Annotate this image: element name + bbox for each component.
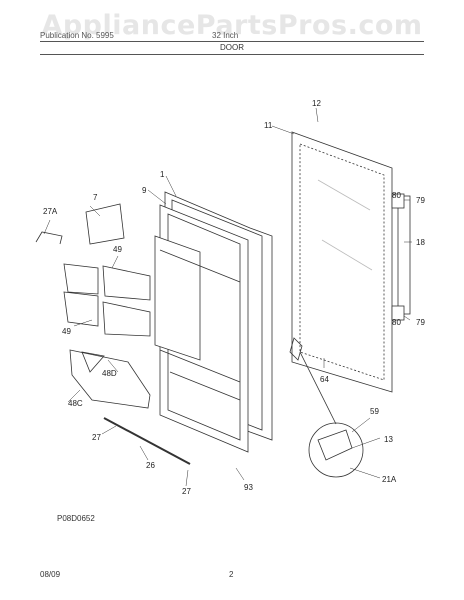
callout-79-bottom: 79 <box>416 318 425 327</box>
outer-door-panel <box>291 131 393 393</box>
callout-49-bottom: 49 <box>62 327 71 336</box>
hinge-64 <box>289 337 303 361</box>
callout-13: 13 <box>384 435 393 444</box>
callout-64: 64 <box>320 375 329 384</box>
door-bin-49-bottom-left <box>63 291 99 327</box>
diagram-code: P08D0652 <box>57 514 95 523</box>
callout-93: 93 <box>244 483 253 492</box>
callout-18: 18 <box>416 238 425 247</box>
header-publication: Publication No. 5995 <box>40 31 114 40</box>
header-model: 32 Inch <box>212 31 239 40</box>
callout-11: 11 <box>264 121 273 130</box>
callout-49-top: 49 <box>113 245 122 254</box>
bin-divider-48d <box>81 351 105 373</box>
callout-12: 12 <box>312 99 321 108</box>
callout-7: 7 <box>93 193 98 202</box>
callout-48c: 48C <box>68 399 83 408</box>
footer-page-number: 2 <box>229 570 234 579</box>
callout-21a: 21A <box>382 475 397 484</box>
door-bin-49-bottom-right <box>102 301 151 337</box>
callout-27a: 27A <box>43 207 58 216</box>
door-bin-49-top-left <box>63 263 99 295</box>
callout-59: 59 <box>370 407 379 416</box>
header-rule-bottom <box>40 54 424 55</box>
callout-26: 26 <box>146 461 155 470</box>
header-rule-top <box>40 41 424 42</box>
footer-date: 08/09 <box>40 570 61 579</box>
callout-80-bottom: 80 <box>392 318 401 327</box>
callout-1: 1 <box>160 170 165 179</box>
door-bin-48c <box>69 349 151 409</box>
watermark-logo: AppliancePartsPros.com <box>41 10 423 41</box>
callout-9: 9 <box>142 186 147 195</box>
section-title: DOOR <box>220 43 244 52</box>
door-bin-49-top-right <box>102 265 151 301</box>
callout-27-left: 27 <box>92 433 101 442</box>
bottom-trim-26 <box>103 417 191 465</box>
dairy-cover-7 <box>85 203 125 245</box>
callout-79-top: 79 <box>416 196 425 205</box>
callout-80-top: 80 <box>392 191 401 200</box>
bracket-27a <box>35 231 63 245</box>
door-handle-18 <box>397 195 411 315</box>
callout-27-bottom: 27 <box>182 487 191 496</box>
detail-circle <box>308 422 364 478</box>
callout-48d: 48D <box>102 369 117 378</box>
